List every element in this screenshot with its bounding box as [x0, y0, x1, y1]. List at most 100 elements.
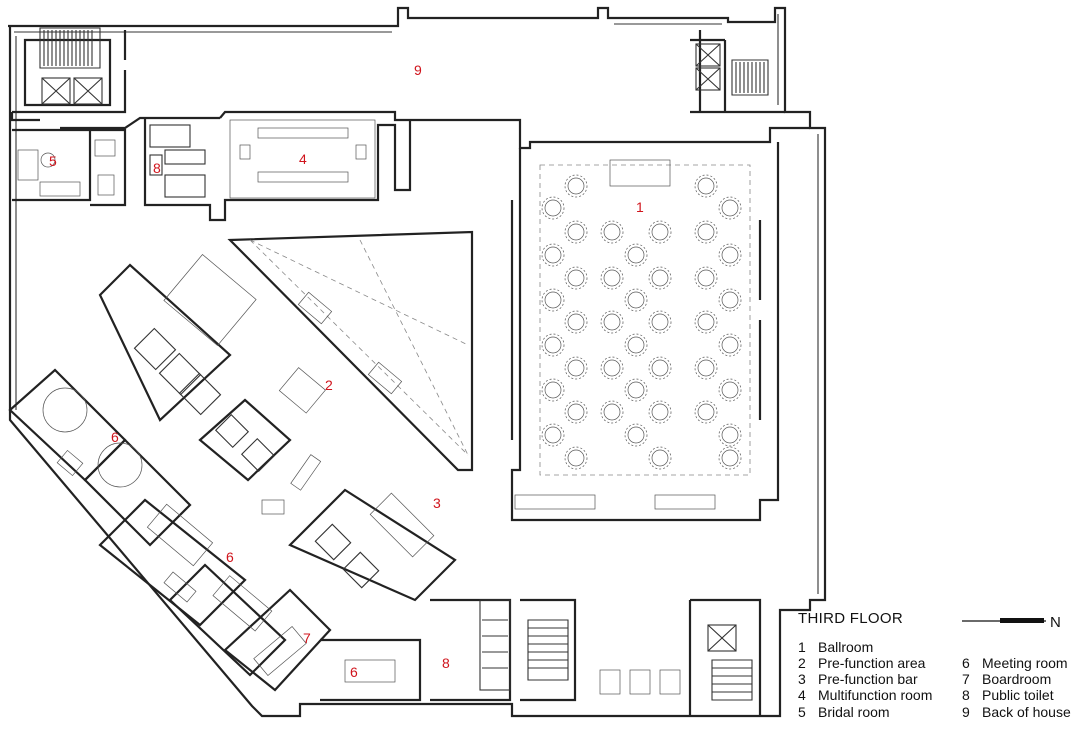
round-table: [651, 359, 669, 377]
legend: THIRD FLOOR 1 Ballroom 2 Pre-function ar…: [798, 610, 1071, 720]
round-table: [567, 403, 585, 421]
room-label-prefunction-area: 2: [325, 377, 333, 393]
room-label-bridal-room: 5: [49, 153, 57, 169]
round-table: [567, 359, 585, 377]
round-table: [721, 246, 739, 264]
legend-item-1: 1 Ballroom: [798, 639, 873, 655]
table-chairs: [718, 423, 742, 447]
legend-num: 8: [962, 687, 970, 703]
room-label-meeting-room-b: 6: [226, 549, 234, 565]
legend-item-2: 2 Pre-function area: [798, 655, 926, 671]
north-arrow-bar: [1000, 618, 1044, 623]
room-label-public-toilet-b: 8: [442, 655, 450, 671]
table-chairs: [541, 378, 565, 402]
legend-label: Pre-function bar: [818, 671, 918, 687]
round-table: [627, 381, 645, 399]
table-chairs: [694, 266, 718, 290]
table-chairs: [541, 196, 565, 220]
table-chairs: [541, 423, 565, 447]
round-table: [567, 313, 585, 331]
round-table: [603, 403, 621, 421]
table-chairs: [564, 356, 588, 380]
legend-num: 5: [798, 704, 806, 720]
round-table: [721, 426, 739, 444]
table-chairs: [624, 333, 648, 357]
table-chairs: [600, 310, 624, 334]
round-table: [697, 177, 715, 195]
bottom-rooms: [320, 598, 762, 716]
table-chairs: [600, 356, 624, 380]
round-table: [721, 381, 739, 399]
round-table: [603, 359, 621, 377]
north-arrow-label: N: [1050, 614, 1061, 631]
round-table: [627, 336, 645, 354]
building-walls: [8, 6, 827, 718]
table-chairs: [564, 266, 588, 290]
table-chairs: [648, 220, 672, 244]
round-table: [603, 313, 621, 331]
table-chairs: [600, 266, 624, 290]
table-chairs: [648, 400, 672, 424]
round-table: [697, 313, 715, 331]
legend-num: 2: [798, 655, 806, 671]
room-label-back-of-house: 9: [414, 62, 422, 78]
legend-label: Pre-function area: [818, 655, 926, 671]
legend-num: 3: [798, 671, 806, 687]
table-chairs: [541, 243, 565, 267]
table-chairs: [694, 220, 718, 244]
round-table: [544, 291, 562, 309]
meeting-rooms: [8, 368, 332, 692]
round-table: [544, 199, 562, 217]
legend-item-4: 4 Multifunction room: [798, 687, 932, 703]
round-table: [544, 426, 562, 444]
round-table: [721, 291, 739, 309]
legend-label: Boardroom: [982, 671, 1051, 687]
table-chairs: [564, 400, 588, 424]
round-table: [567, 269, 585, 287]
round-table: [651, 269, 669, 287]
table-chairs: [648, 356, 672, 380]
round-table: [697, 359, 715, 377]
legend-num: 1: [798, 639, 806, 655]
legend-label: Multifunction room: [818, 687, 932, 703]
table-chairs: [564, 174, 588, 198]
table-chairs: [718, 243, 742, 267]
table-chairs: [600, 400, 624, 424]
table-chairs: [718, 288, 742, 312]
table-chairs: [541, 333, 565, 357]
room-labels: 1 2 3 4 5 6 6 6 7 8 8 9: [49, 62, 644, 680]
room-label-ballroom: 1: [636, 199, 644, 215]
table-chairs: [694, 356, 718, 380]
room-label-multifunction-room: 4: [299, 151, 307, 167]
round-table: [697, 269, 715, 287]
room-label-boardroom: 7: [303, 630, 311, 646]
north-arrow: N: [962, 614, 1061, 631]
round-table: [603, 269, 621, 287]
room-label-meeting-room-a: 6: [111, 429, 119, 445]
table-chairs: [694, 310, 718, 334]
round-table: [721, 336, 739, 354]
legend-num: 4: [798, 687, 806, 703]
legend-num: 9: [962, 704, 970, 720]
table-chairs: [694, 174, 718, 198]
round-table: [697, 403, 715, 421]
legend-item-3: 3 Pre-function bar: [798, 671, 918, 687]
legend-label: Back of house: [982, 704, 1071, 720]
multifunction-room-walls: [143, 118, 412, 222]
round-table: [697, 223, 715, 241]
table-chairs: [541, 288, 565, 312]
table-chairs: [564, 446, 588, 470]
table-chairs: [648, 310, 672, 334]
room-label-prefunction-bar: 3: [433, 495, 441, 511]
round-table: [567, 223, 585, 241]
legend-item-8: 8 Public toilet: [962, 687, 1054, 703]
round-table: [544, 246, 562, 264]
table-chairs: [624, 378, 648, 402]
legend-title: THIRD FLOOR: [798, 610, 903, 627]
core-blocks: [98, 254, 457, 602]
legend-num: 6: [962, 655, 970, 671]
round-table: [651, 223, 669, 241]
table-chairs: [648, 266, 672, 290]
round-table: [603, 223, 621, 241]
